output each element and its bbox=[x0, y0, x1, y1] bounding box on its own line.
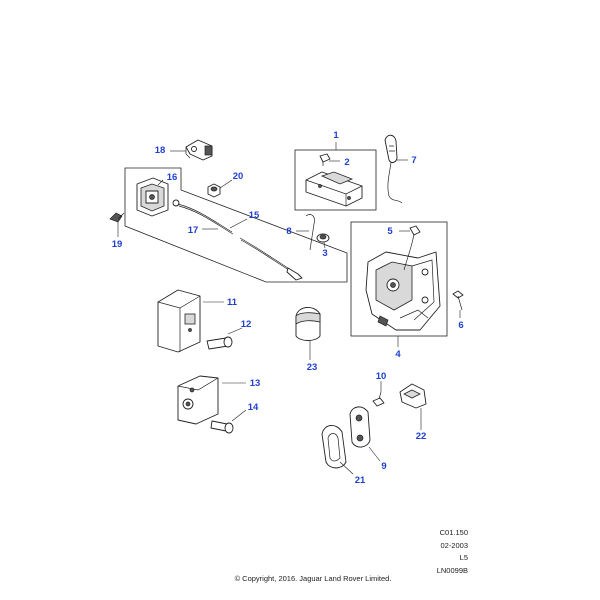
callout-13: 13 bbox=[250, 378, 261, 389]
part-21-plate bbox=[321, 425, 347, 469]
callout-7: 7 bbox=[411, 155, 416, 166]
callout-12: 12 bbox=[241, 319, 252, 330]
callout-10: 10 bbox=[376, 371, 387, 382]
ref-code: C01.150 bbox=[439, 528, 468, 537]
callout-15: 15 bbox=[249, 210, 260, 221]
part-19-screw bbox=[109, 212, 125, 223]
part-13-striker bbox=[177, 375, 219, 425]
callout-11: 11 bbox=[227, 297, 238, 308]
callout-6: 6 bbox=[458, 320, 463, 331]
part-22-bracket bbox=[399, 383, 427, 409]
leader-lines bbox=[117, 142, 461, 475]
part-10-screw bbox=[372, 391, 385, 407]
callout-21: 21 bbox=[355, 475, 366, 486]
ref-level: L5 bbox=[459, 553, 468, 562]
part-5-cable bbox=[403, 225, 421, 271]
copyright-notice: © Copyright, 2016. Jaguar Land Rover Lim… bbox=[234, 574, 392, 583]
callout-4: 4 bbox=[395, 349, 401, 360]
part-12-bolt bbox=[206, 336, 233, 350]
part-6-screw bbox=[452, 290, 464, 311]
callout-19: 19 bbox=[112, 239, 123, 250]
callout-22: 22 bbox=[416, 431, 427, 442]
callout-5: 5 bbox=[387, 226, 393, 237]
callout-14: 14 bbox=[248, 402, 259, 413]
part-9-link bbox=[349, 406, 371, 448]
group-frames bbox=[124, 149, 448, 337]
frame-bracket-assembly bbox=[294, 149, 377, 211]
part-20-nut bbox=[207, 183, 221, 198]
callout-3: 3 bbox=[322, 248, 327, 259]
part-7-handle-rod bbox=[384, 134, 403, 204]
part-16-lock-housing bbox=[136, 177, 169, 217]
callout-9: 9 bbox=[381, 461, 386, 472]
part-11-plate bbox=[157, 289, 201, 353]
part-1-bracket bbox=[305, 171, 363, 207]
ref-date: 02-2003 bbox=[440, 541, 468, 550]
callout-23: 23 bbox=[307, 362, 318, 373]
callout-17: 17 bbox=[188, 225, 199, 236]
callout-20: 20 bbox=[233, 171, 244, 182]
callout-8: 8 bbox=[286, 226, 291, 237]
frame-latch-assembly bbox=[350, 221, 448, 337]
part-23-cap bbox=[295, 307, 321, 341]
part-18-clip bbox=[185, 139, 213, 161]
callout-16: 16 bbox=[167, 172, 178, 183]
part-3-grommet bbox=[316, 233, 330, 243]
part-2-clip bbox=[319, 153, 331, 166]
part-14-bolt bbox=[210, 420, 234, 434]
part-8-rod bbox=[305, 214, 315, 251]
ref-drawing-id: LN0099B bbox=[436, 566, 468, 575]
frame-cable-assembly bbox=[124, 167, 348, 283]
part-4-latch bbox=[365, 251, 441, 331]
callout-1: 1 bbox=[333, 130, 339, 141]
callout-18: 18 bbox=[155, 145, 166, 156]
callout-2: 2 bbox=[344, 157, 349, 168]
part-15-17-cable bbox=[172, 199, 303, 281]
